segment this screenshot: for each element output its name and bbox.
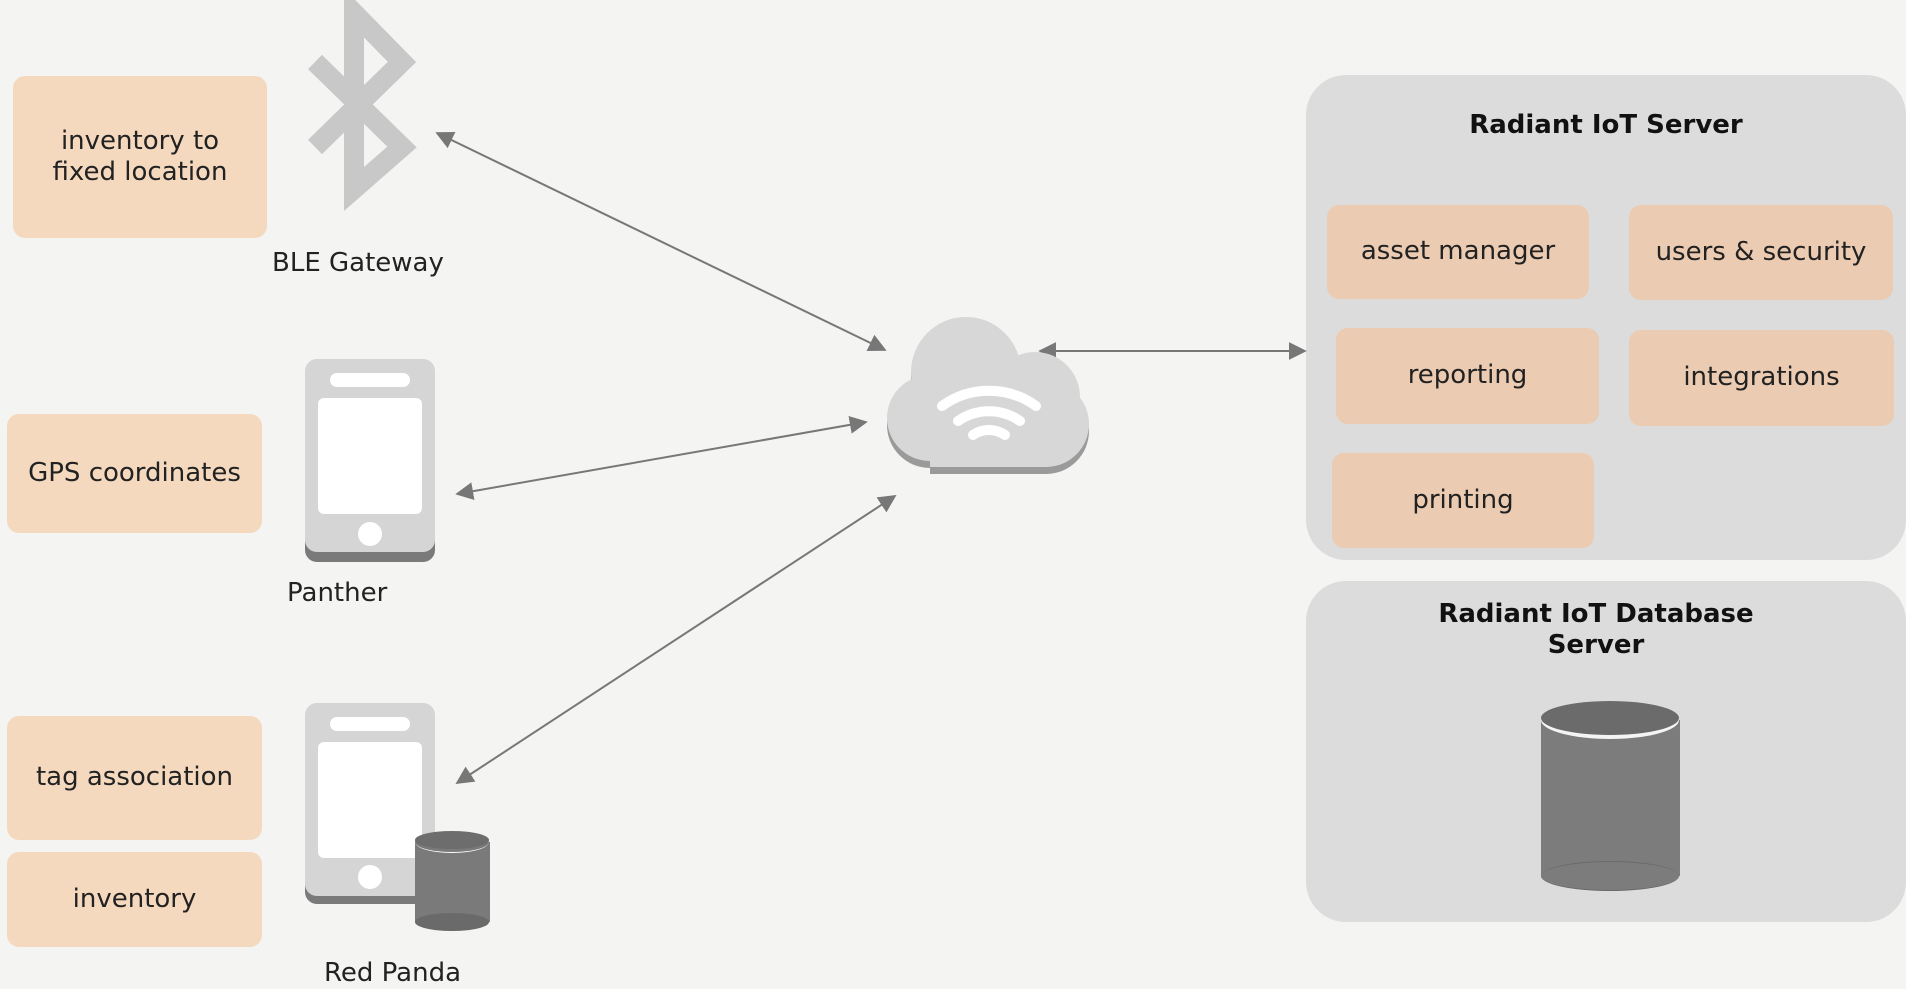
database-icon — [1541, 701, 1680, 891]
feature-label: tag association — [35, 762, 234, 793]
feature-label: GPS coordinates — [28, 457, 241, 488]
phone-icon — [305, 703, 435, 904]
connector-panther-cloud — [455, 415, 868, 501]
module-label: reporting — [1407, 360, 1528, 391]
connector-redpanda-cloud — [455, 495, 897, 784]
feature-label: inventory — [72, 883, 197, 914]
feature-label: inventory to fixed location — [52, 125, 228, 187]
bluetooth-icon — [308, 0, 417, 212]
phone-icon — [305, 359, 435, 562]
module-label: users & security — [1655, 236, 1867, 267]
bluetooth-icon-lower — [315, 100, 402, 226]
feature-box-tag-association: tag association — [7, 716, 262, 840]
module-users-security: users & security — [1629, 205, 1893, 300]
feature-box-fixed-location: inventory to fixed location — [13, 76, 267, 238]
device-label-red-panda: Red Panda — [324, 958, 462, 988]
module-asset-manager: asset manager — [1327, 205, 1589, 299]
server-title: Radiant IoT Server — [1469, 110, 1743, 140]
database-title: Radiant IoT Database Server — [1438, 599, 1754, 661]
module-label: asset manager — [1360, 236, 1556, 267]
device-label-ble-gateway: BLE Gateway — [272, 248, 444, 278]
connector-ble-cloud — [435, 131, 887, 352]
module-integrations: integrations — [1629, 330, 1894, 426]
database-icon — [415, 831, 490, 931]
module-reporting: reporting — [1336, 328, 1599, 424]
feature-box-gps: GPS coordinates — [7, 414, 262, 533]
module-printing: printing — [1332, 453, 1594, 548]
feature-box-inventory: inventory — [7, 852, 262, 947]
cloud-wifi-icon — [887, 317, 1089, 474]
device-label-panther: Panther — [287, 578, 388, 608]
module-label: printing — [1412, 484, 1514, 515]
module-label: integrations — [1683, 362, 1840, 393]
